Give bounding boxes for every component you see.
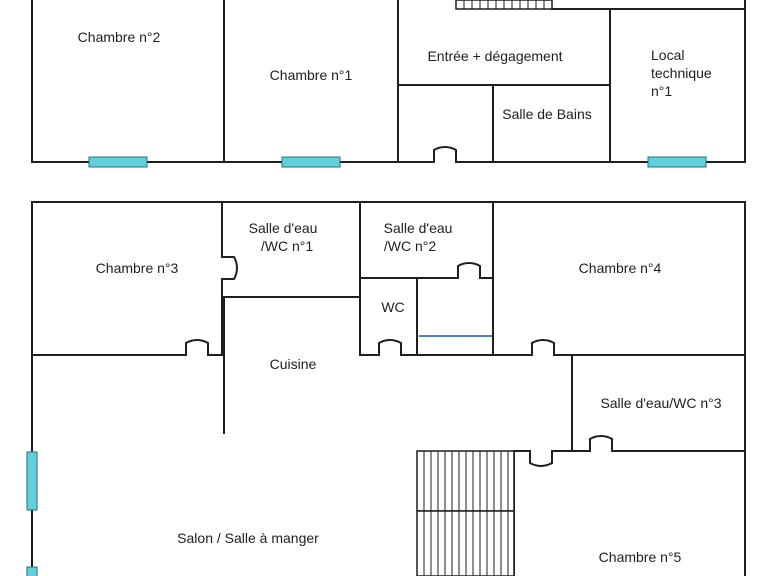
room-label-entree: Entrée + dégagement <box>427 48 562 64</box>
room-label-chambre5: Chambre n°5 <box>599 549 682 565</box>
room-label-line: Local <box>651 47 684 63</box>
door-icon <box>433 146 457 162</box>
room-label-line: n°1 <box>651 83 672 99</box>
door-icon <box>378 339 402 355</box>
room-label-chambre3: Chambre n°3 <box>96 260 179 276</box>
room-label-line: /WC n°2 <box>384 238 436 254</box>
window <box>281 156 341 168</box>
room-label-cuisine: Cuisine <box>270 356 317 372</box>
room-label-salle-eau2: Salle d'eau /WC n°2 <box>384 220 457 254</box>
room-label-local-technique: Local technique n°1 <box>651 47 716 99</box>
window <box>26 566 38 576</box>
room-label-chambre1: Chambre n°1 <box>270 67 353 83</box>
window <box>88 156 148 168</box>
door-icon <box>222 256 238 280</box>
upper-block <box>31 0 746 168</box>
room-label-salle-eau3: Salle d'eau/WC n°3 <box>600 395 721 411</box>
room-label-wc: WC <box>381 299 404 315</box>
door-icon <box>185 339 209 355</box>
room-label-salon: Salon / Salle à manger <box>177 530 319 546</box>
door-icon <box>457 262 481 278</box>
room-label-salle-bains: Salle de Bains <box>502 106 592 122</box>
window <box>26 451 38 511</box>
door-icon <box>529 451 553 467</box>
window <box>647 156 707 168</box>
stair-steps <box>423 451 509 576</box>
door-icon <box>531 339 555 355</box>
door-icon <box>589 435 613 451</box>
room-label-line: /WC n°1 <box>261 238 313 254</box>
room-label-line: technique <box>651 65 712 81</box>
room-labels: Chambre n°2 Chambre n°1 Entrée + dégagem… <box>78 29 722 565</box>
room-label-line: Salle d'eau <box>384 220 453 236</box>
room-label-chambre4: Chambre n°4 <box>579 260 662 276</box>
room-label-line: Salle d'eau <box>249 220 318 236</box>
room-label-salle-eau1: Salle d'eau /WC n°1 <box>249 220 322 254</box>
lower-block <box>26 201 746 576</box>
room-label-chambre2: Chambre n°2 <box>78 29 161 45</box>
